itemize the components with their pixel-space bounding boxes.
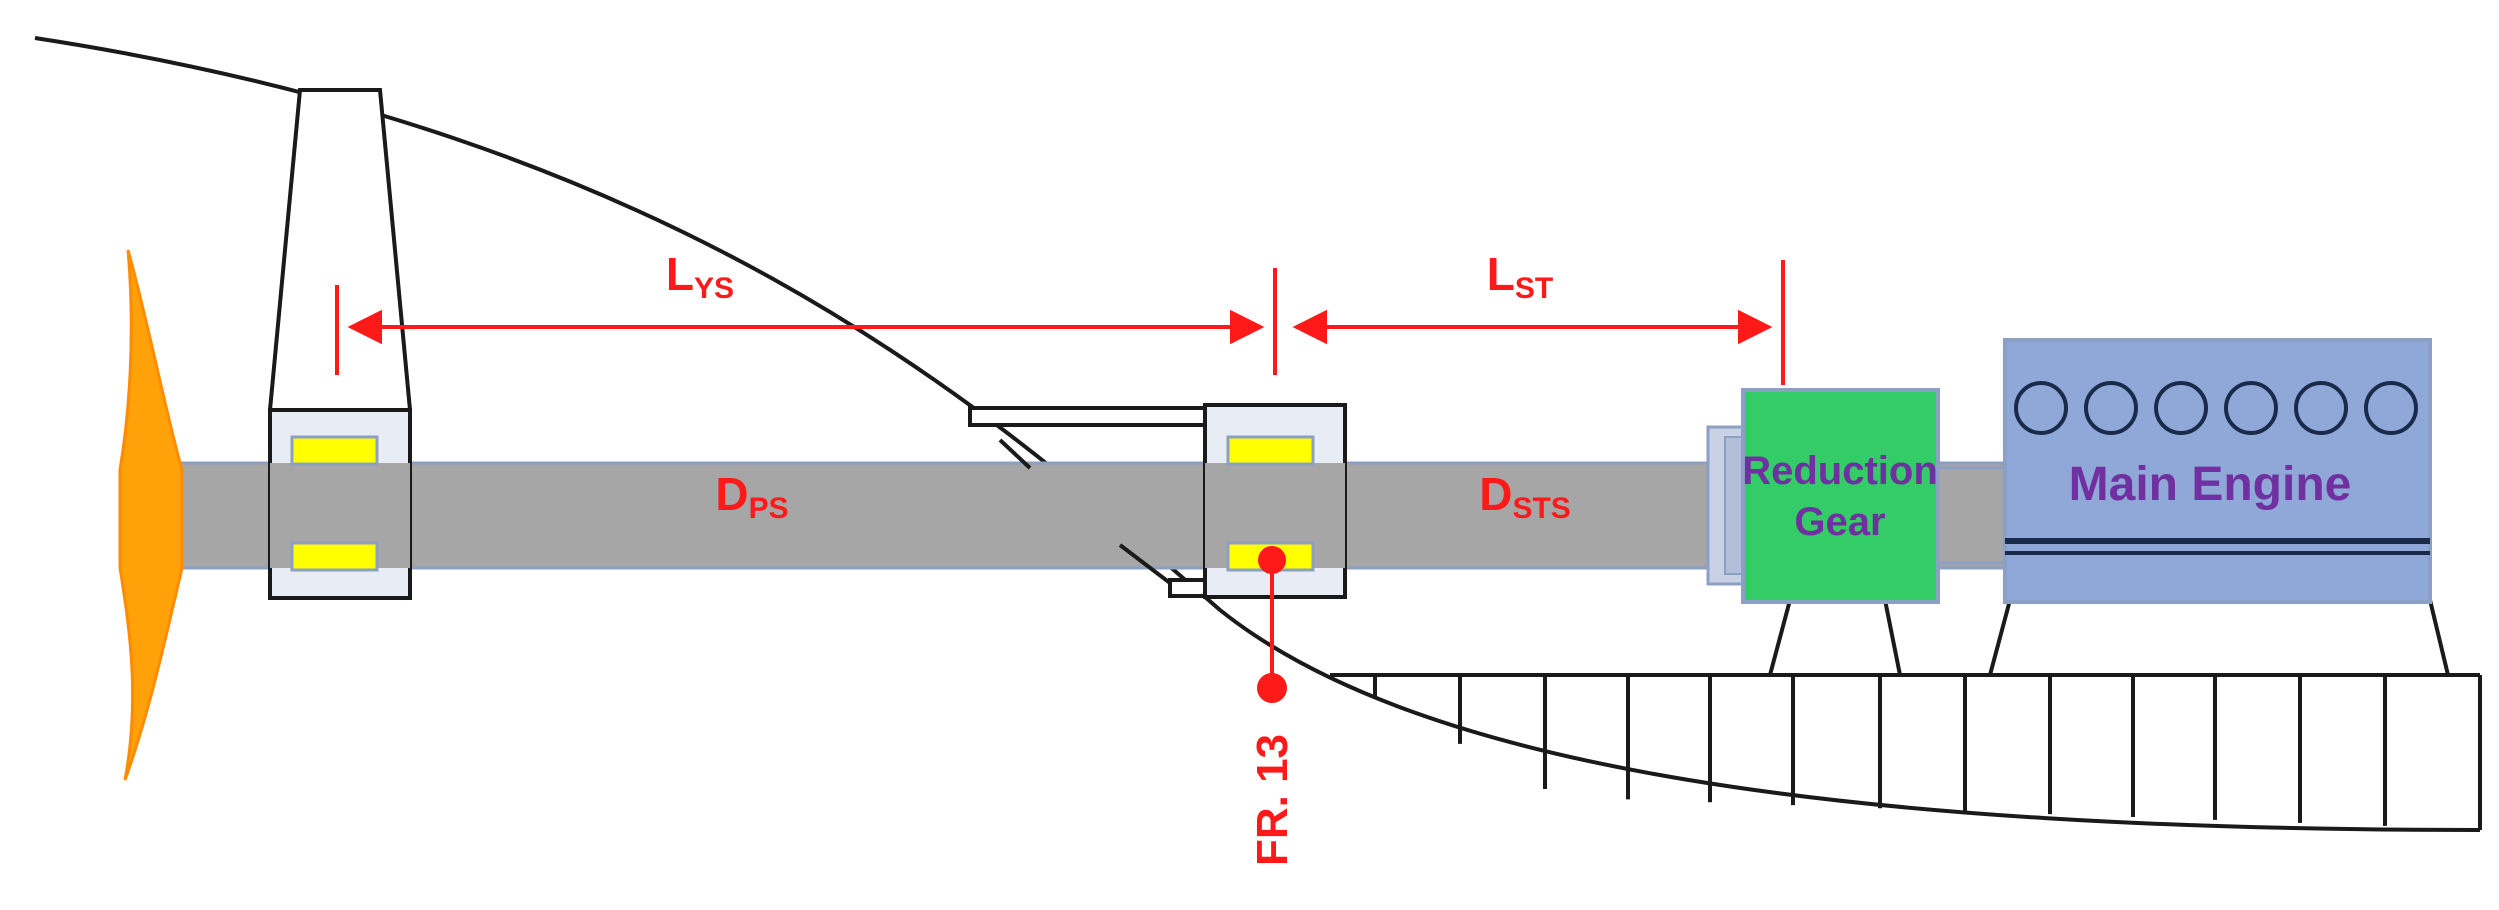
propeller-icon	[118, 249, 184, 781]
label-l-ys-main: L	[666, 248, 694, 300]
main-engine-label: Main Engine	[2069, 458, 2352, 511]
label-d-sts-main: D	[1479, 468, 1512, 520]
reduction-gear-label-line2: Gear	[1794, 500, 1885, 544]
label-l-ys: LYS	[666, 248, 734, 305]
engine-cylinder	[2084, 381, 2138, 435]
label-d-sts-sub: STS	[1512, 492, 1570, 525]
engine-cylinder	[2224, 381, 2278, 435]
reduction-gear-support	[1767, 598, 1903, 677]
engine-stripes	[2005, 538, 2430, 555]
label-d-ps-main: D	[715, 468, 748, 520]
main-engine-support	[1987, 598, 2451, 677]
engine-cylinder	[2294, 381, 2348, 435]
dimension-lines	[335, 260, 1785, 703]
label-l-st-main: L	[1487, 248, 1515, 300]
foundation-ribs	[1373, 675, 2387, 826]
shaft-strut	[267, 88, 413, 412]
engine-cylinder-icon	[2014, 381, 2418, 435]
label-d-ps-sub: PS	[749, 492, 789, 525]
frame-label: FR. 13	[1248, 734, 1297, 866]
hull-curve	[34, 36, 2481, 832]
label-d-ps: DPS	[715, 468, 788, 525]
main-engine	[2003, 338, 2432, 604]
reduction-gear	[1741, 388, 1940, 604]
reduction-gear-label-line1: Reduction	[1742, 449, 1938, 493]
strut-bearing	[268, 408, 412, 600]
propeller-shaft	[178, 461, 2012, 570]
label-d-sts: DSTS	[1479, 468, 1571, 525]
engine-cylinder	[2364, 381, 2418, 435]
label-l-st: LST	[1487, 248, 1553, 305]
label-l-ys-sub: YS	[694, 272, 734, 305]
intermediate-shaft	[1936, 466, 2010, 565]
engine-cylinder	[2014, 381, 2068, 435]
label-l-st-sub: ST	[1515, 272, 1553, 305]
hull-curve-overlay	[998, 438, 1172, 585]
engine-cylinder	[2154, 381, 2208, 435]
